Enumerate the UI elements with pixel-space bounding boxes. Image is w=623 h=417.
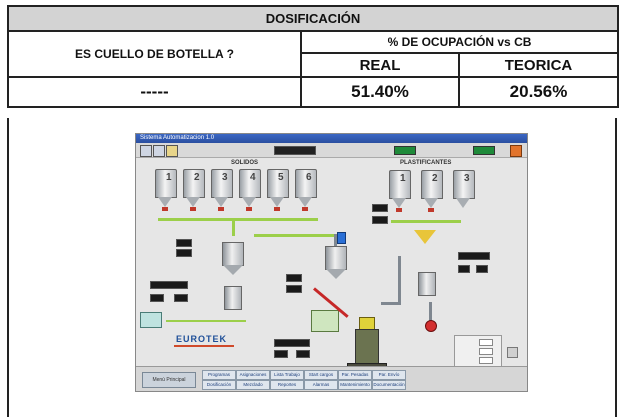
pipe [334,234,337,254]
weight-display [286,274,302,282]
folder-icon [166,145,178,157]
solid-silo: 3 [211,169,233,211]
solid-silo: 5 [267,169,289,211]
scada-nav-bar: Menú Principal Programas Asignaciones Li… [136,366,527,391]
solid-silo: 1 [155,169,177,211]
value-display [476,265,488,273]
nav-button: Par. Envío [372,370,406,380]
main-menu-button: Menú Principal [142,372,196,388]
status-indicator-2 [473,146,495,155]
nav-button: Asignaciones [236,370,270,380]
parameter-box [454,335,502,367]
weight-display [372,204,388,212]
scada-window-title: Sistema Automatizacion 1.0 [140,135,215,141]
dosing-table: DOSIFICACIÓN ES CUELLO DE BOTELLA ? % DE… [6,5,620,108]
plasticizer-conveyor [391,220,461,223]
nav-button: Alarmas [304,380,338,390]
nav-button: Dosificación [202,380,236,390]
hopper-cone [223,265,243,275]
value-display [150,294,164,302]
control-panel-icon [140,312,162,328]
nav-button: Mezclado [236,380,270,390]
status-indicator-1 [394,146,416,155]
user-display [274,146,316,155]
weight-display [372,216,388,224]
component-display [458,252,490,260]
water-scale-hopper [325,246,347,270]
nav-button: Par. Pesadas [338,370,372,380]
pipe [232,221,235,236]
teorica-value: 20.56% [457,76,620,108]
param-value [479,357,493,364]
nav-button: Programas [202,370,236,380]
eurotek-logo: EUROTEK [176,334,228,344]
pipe [254,234,334,237]
nav-button: Start cargos [304,370,338,380]
scada-toolbar [136,143,527,158]
additive-tank [311,310,339,332]
occupancy-header: % DE OCUPACIÓN vs CB [299,30,620,54]
scada-titlebar: Sistema Automatizacion 1.0 [136,134,527,143]
component-display [274,339,310,347]
param-value [479,348,493,355]
nav-button: Documentación [372,380,406,390]
component-display [150,281,188,289]
pipe [381,302,401,305]
bottleneck-question-header: ES CUELLO DE BOTELLA ? [7,30,302,78]
teorica-column-header: TEORICA [457,52,620,78]
side-button [507,347,518,358]
plasticizer-funnel [414,230,436,244]
real-value: 51.40% [300,76,460,108]
nav-button: Lista Trabajo [270,370,304,380]
plasticizer-silo: 2 [421,170,443,212]
solid-silo: 6 [295,169,317,211]
param-value [479,339,493,346]
save-icon [140,145,152,157]
print-icon [153,145,165,157]
real-column-header: REAL [300,52,460,78]
solids-conveyor [158,218,318,221]
value-display [174,294,188,302]
plasticizer-silo: 1 [389,170,411,212]
weight-display [176,249,192,257]
hopper-cone [326,269,346,279]
weight-display [176,239,192,247]
weight-display [286,285,302,293]
table-title: DOSIFICACIÓN [6,5,620,32]
nav-button: Mantenimiento [338,380,372,390]
logo-swoosh [174,345,234,347]
plasticizer-silo: 3 [453,170,475,208]
value-display [296,350,310,358]
valve-indicator [425,320,437,332]
plasticizer-mixer [418,272,436,296]
value-display [274,350,288,358]
solids-scale-hopper [222,242,244,266]
image-frame [7,118,617,417]
exit-icon [510,145,522,157]
solids-label: SOLIDOS [231,160,259,166]
water-indicator [337,232,346,244]
solid-silo: 2 [183,169,205,211]
value-display [458,265,470,273]
pipe [429,302,432,322]
pipe [398,256,401,304]
plasticizers-label: PLASTIFICANTES [400,160,452,166]
bottleneck-value: ----- [7,76,302,108]
nav-button: Reportes [270,380,304,390]
scada-screenshot: Sistema Automatizacion 1.0 SOLIDOS PLAST… [135,133,528,392]
pipe [166,320,246,322]
solid-silo: 4 [239,169,261,211]
solids-mixer [224,286,242,310]
